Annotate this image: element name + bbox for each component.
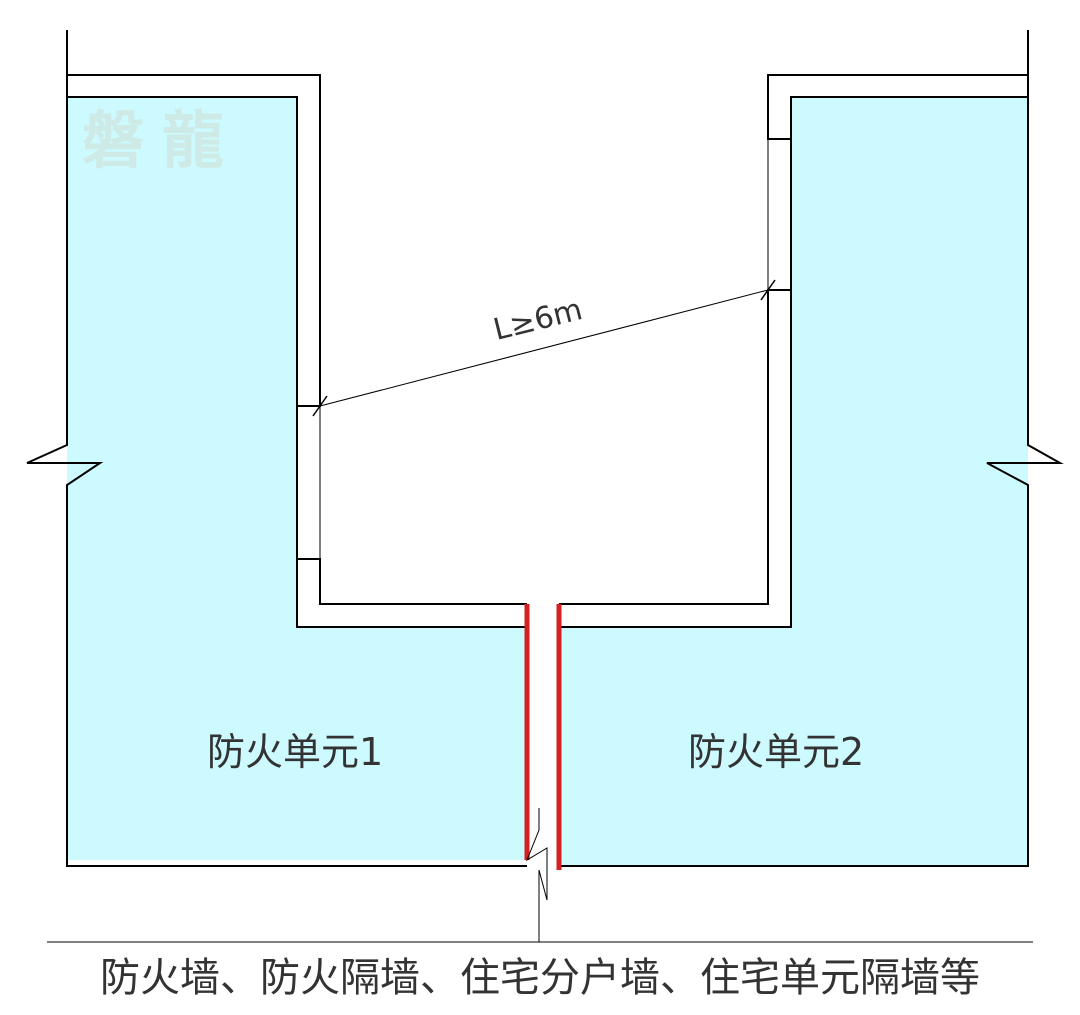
unit-1-outer-edge — [26, 30, 527, 867]
distance-dimension-line — [319, 289, 769, 407]
fire-unit-1-label: 防火单元1 — [207, 730, 384, 774]
right-wall-lower — [559, 289, 791, 605]
dimension-tick-right — [760, 279, 776, 301]
dimension-tick-left — [312, 395, 328, 417]
unit-2-outer-edge — [559, 30, 1064, 867]
left-wall-upper — [67, 74, 321, 407]
right-wall-upper — [767, 74, 1028, 140]
fire-unit-2-area — [559, 97, 1028, 866]
fire-unit-2-label: 防火单元2 — [688, 730, 865, 774]
fire-wall-leader — [525, 808, 548, 942]
unit-1-boundary — [67, 96, 527, 628]
left-wall-lower — [297, 558, 527, 605]
unit-2-boundary — [559, 96, 1028, 628]
watermark-logo: 磐龍 — [82, 104, 243, 177]
diagram-caption: 防火墙、防火隔墙、住宅分户墙、住宅单元隔墙等 — [100, 955, 980, 1001]
